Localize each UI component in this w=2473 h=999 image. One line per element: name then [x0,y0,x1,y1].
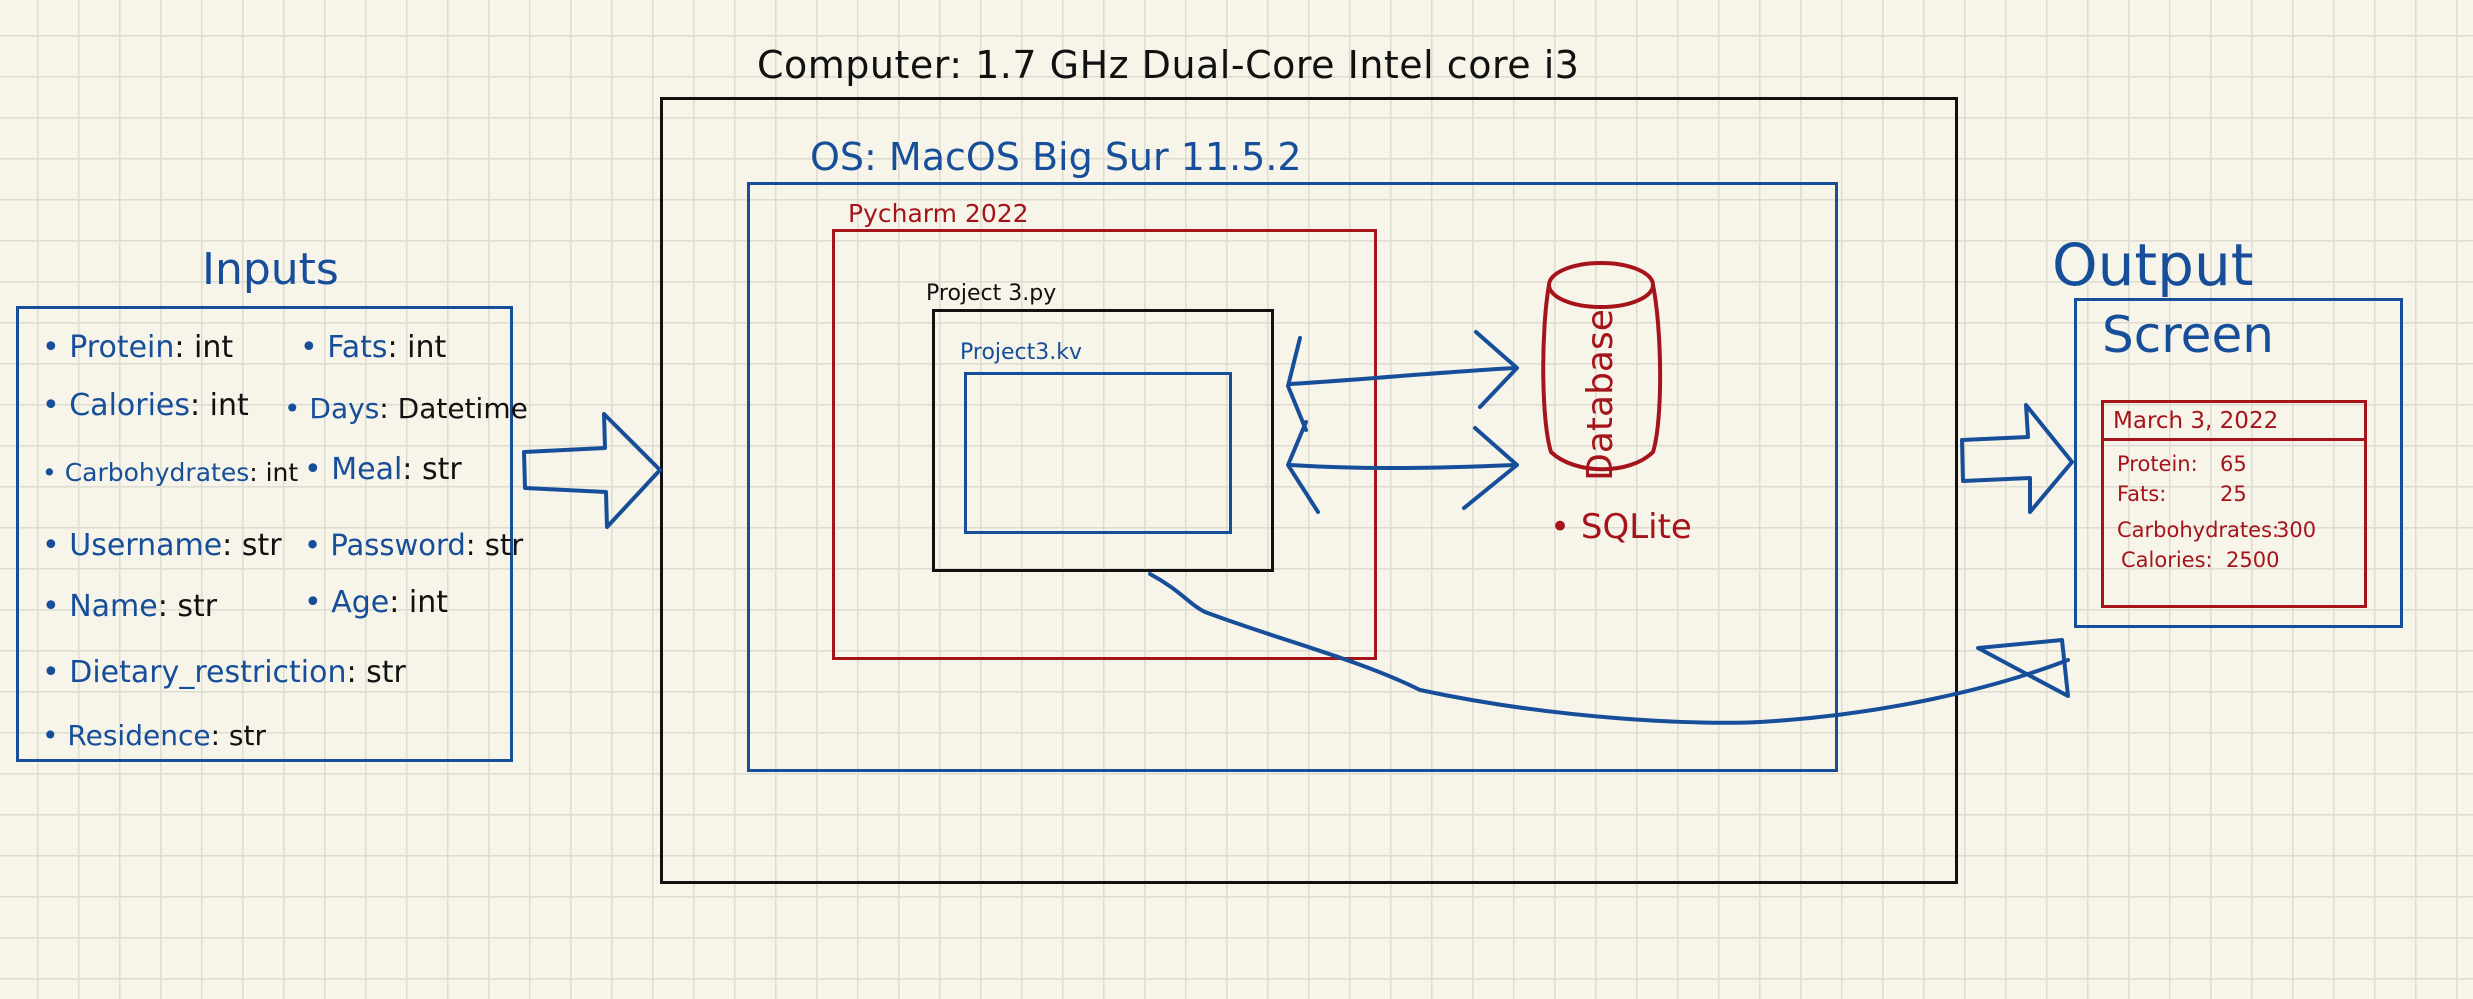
input-field-calories: • Calories: int [42,388,249,423]
database-cylinder-icon [1541,261,1663,472]
input-field-name: • Name: str [42,589,218,624]
os-box [747,182,1838,772]
output-title: Output [2052,231,2254,299]
output-row-carbohydrates-label: Carbohydrates: [2117,518,2280,542]
input-field-residence: • Residence: str [42,719,266,752]
input-field-days: • Days: Datetime [284,392,528,425]
long-curve-arrow-icon [1148,572,2070,725]
double-arrow-bottom-icon [1286,420,1519,514]
input-field-age: • Age: int [304,585,449,620]
sqlite-label: • SQLite [1550,507,1692,547]
project-kv-box [964,372,1232,534]
double-arrow-top-icon [1286,330,1519,432]
input-field-dietary-restriction: • Dietary_restriction: str [42,655,406,690]
input-field-fats: • Fats: int [300,330,447,365]
os-label: OS: MacOS Big Sur 11.5.2 [810,135,1302,179]
output-row-protein-label: Protein: [2117,452,2198,476]
output-row-fats-label: Fats: [2117,482,2167,506]
pycharm-box [832,229,1377,660]
output-row-carbohydrates-value: 300 [2276,518,2317,542]
inputs-box [16,306,513,762]
project-py-label: Project 3.py [926,281,1057,306]
output-screen-label: Screen [2102,306,2274,364]
output-card-date: March 3, 2022 [2113,408,2279,434]
inputs-title: Inputs [202,244,339,295]
output-row-fats-value: 25 [2220,482,2247,506]
pycharm-label: Pycharm 2022 [848,199,1029,228]
computer-box [660,97,1958,884]
input-arrow-icon [522,412,662,529]
output-screen-box [2074,298,2403,628]
output-row-protein-value: 65 [2220,452,2247,476]
database-label: Database [1580,309,1621,481]
output-card-divider [2101,438,2367,441]
input-field-username: • Username: str [42,528,282,563]
input-field-carbohydrates: • Carbohydrates: int [42,458,299,487]
output-card [2101,400,2367,608]
project-py-box [932,309,1274,572]
output-row-calories-value: 2500 [2226,548,2280,572]
output-arrow-icon [1960,403,2074,514]
input-field-password: • Password: str [304,528,524,562]
output-row-calories-label: Calories: [2121,548,2213,572]
project-kv-label: Project3.kv [960,340,1083,365]
input-field-protein: • Protein: int [42,330,234,365]
computer-label: Computer: 1.7 GHz Dual-Core Intel core i… [757,43,1580,87]
input-field-meal: • Meal: str [304,452,462,487]
